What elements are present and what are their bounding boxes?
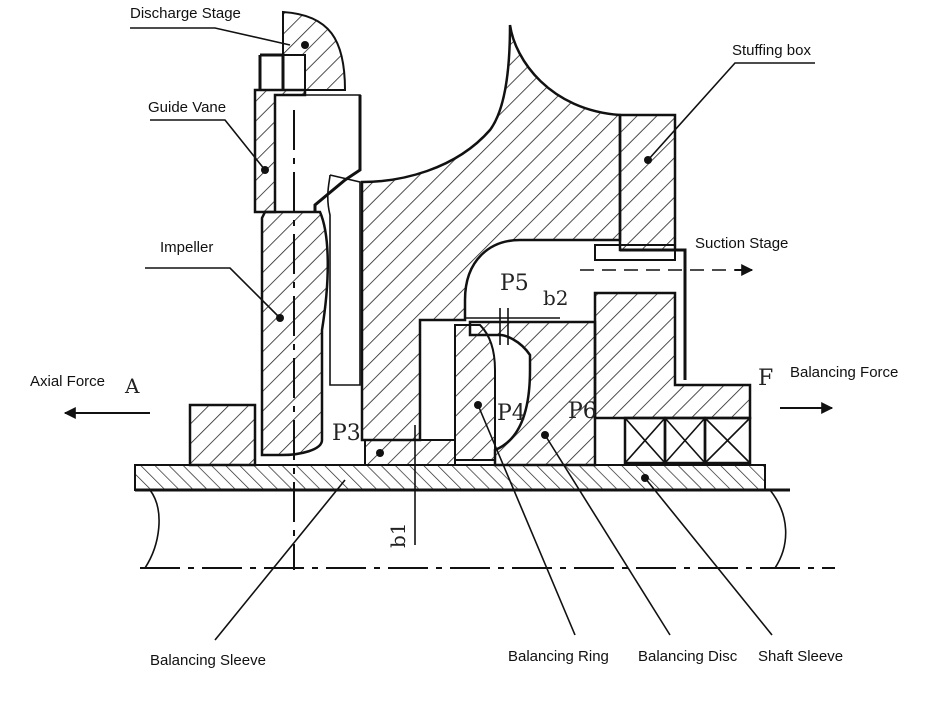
label-balancing-force: Balancing Force xyxy=(790,364,898,381)
balancing-disc-part xyxy=(454,320,597,467)
symbol-axial-force: A xyxy=(124,374,140,398)
label-impeller: Impeller xyxy=(160,239,213,256)
label-discharge-stage: Discharge Stage xyxy=(130,5,241,22)
casing-main xyxy=(327,24,622,442)
symbol-b1: b1 xyxy=(386,522,410,548)
label-balancing-disc: Balancing Disc xyxy=(638,648,738,665)
symbol-p3: P3 xyxy=(332,421,361,446)
label-balancing-ring: Balancing Ring xyxy=(508,648,609,665)
symbol-balancing-force: F xyxy=(758,366,773,391)
suction-stage-casing xyxy=(593,244,752,420)
label-guide-vane: Guide Vane xyxy=(148,99,226,116)
symbol-p5: P5 xyxy=(500,271,529,296)
label-stuffing-box: Stuffing box xyxy=(732,42,811,59)
guide-vane-part xyxy=(253,53,307,214)
discharge-stage-casing xyxy=(282,10,347,91)
stuffing-box-part xyxy=(618,113,687,380)
packing-rings xyxy=(623,416,752,465)
label-shaft-sleeve: Shaft Sleeve xyxy=(758,648,843,665)
label-suction-stage: Suction Stage xyxy=(695,235,788,252)
leader-lines xyxy=(130,27,815,641)
label-axial-force: Axial Force xyxy=(30,373,105,390)
label-balancing-sleeve: Balancing Sleeve xyxy=(150,652,266,669)
shaft xyxy=(135,488,790,569)
shaft-sleeve-band xyxy=(134,464,766,491)
symbol-b2: b2 xyxy=(543,286,569,310)
symbol-p4: P4 xyxy=(497,401,526,426)
symbol-p6: P6 xyxy=(568,399,597,424)
